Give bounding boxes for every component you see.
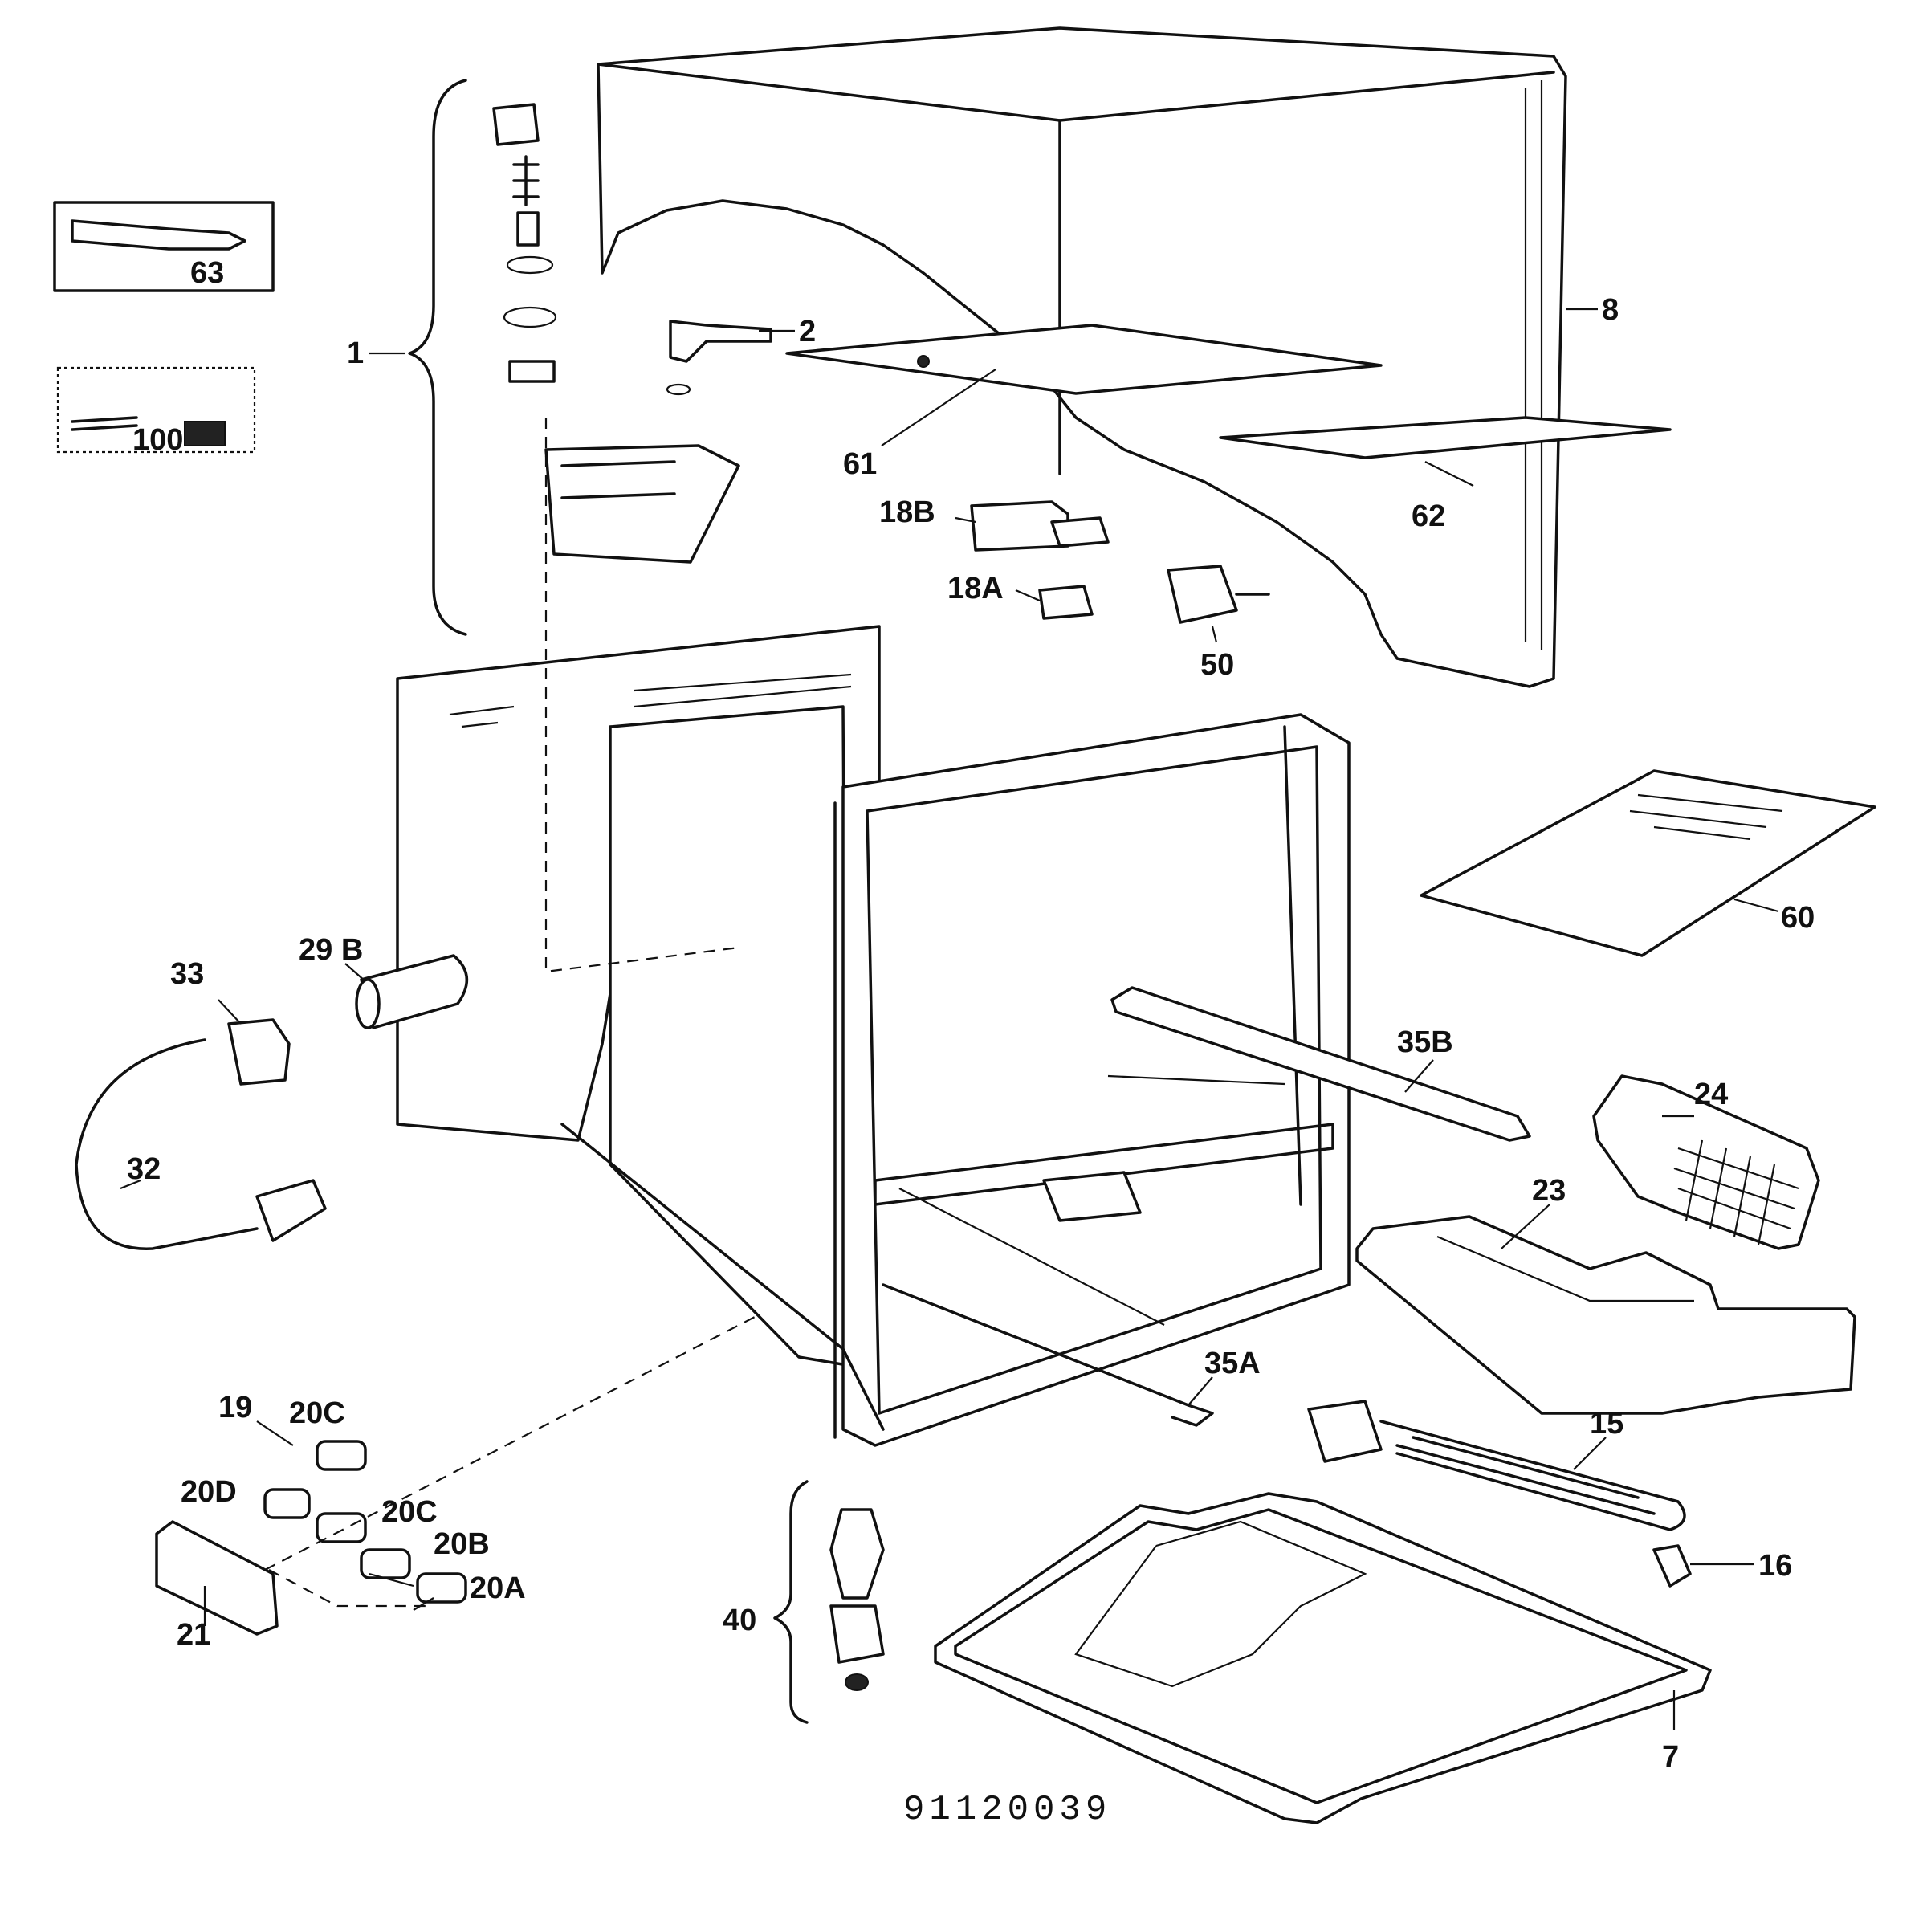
part-62-panel: [1219, 416, 1672, 459]
label-18a: 18A: [947, 572, 1004, 605]
part-29b-capacitor: [355, 954, 469, 1029]
part-15-heating-element: [1307, 1400, 1686, 1531]
label-100: 100: [132, 423, 183, 457]
label-8: 8: [1602, 293, 1619, 327]
part-18b-switch: [970, 500, 1110, 552]
part-labels: 1 2 8 61 62 18B 18A 50 60 63 100 29 B 33…: [127, 256, 1815, 1774]
label-60: 60: [1781, 901, 1815, 935]
part-16-fitting: [1652, 1544, 1692, 1588]
leader-lines: [120, 308, 1779, 1730]
label-1: 1: [347, 336, 364, 370]
bracket-40: [773, 1480, 809, 1724]
diagram-code: 91120039: [903, 1790, 1111, 1830]
label-20d: 20D: [181, 1475, 237, 1509]
label-21: 21: [177, 1618, 210, 1652]
label-50: 50: [1200, 648, 1234, 682]
label-62: 62: [1412, 499, 1445, 533]
label-18b: 18B: [879, 495, 935, 529]
main-cabinet-frame: [396, 625, 1351, 1447]
part-40-adjustable-foot: [829, 1508, 885, 1691]
part-21-bracket: [155, 1520, 279, 1636]
part-60-manual: [1420, 769, 1876, 957]
part-1-door-latch-assembly: [492, 103, 740, 973]
label-29b: 29 B: [299, 933, 363, 967]
label-20b: 20B: [434, 1527, 490, 1561]
label-24: 24: [1694, 1078, 1728, 1111]
label-2: 2: [799, 315, 816, 348]
label-20c-mid: 20C: [381, 1495, 438, 1529]
label-33: 33: [170, 957, 204, 991]
part-32-power-cable: [75, 1038, 327, 1250]
part-24-cutlery-basket: [1592, 1074, 1820, 1250]
part-33-terminal-block: [227, 1018, 291, 1086]
label-32: 32: [127, 1152, 161, 1186]
label-35b: 35B: [1397, 1025, 1453, 1059]
part-23-tray: [1355, 1215, 1856, 1415]
label-61: 61: [843, 447, 877, 481]
part-63-tool-box: [53, 201, 275, 292]
label-23: 23: [1532, 1174, 1566, 1208]
part-35a-rail: [882, 1283, 1214, 1427]
part-7-base-pan: [934, 1492, 1712, 1824]
label-40: 40: [723, 1604, 756, 1637]
label-7: 7: [1662, 1740, 1679, 1774]
part-50-component: [1167, 565, 1270, 624]
parts-20-valves: [263, 1316, 756, 1608]
part-2-hinge-lever: [666, 320, 772, 396]
bracket-1: [408, 79, 467, 636]
label-20a: 20A: [470, 1571, 526, 1605]
part-35b-rail: [1110, 986, 1531, 1142]
label-20c-top: 20C: [289, 1396, 345, 1430]
label-19: 19: [218, 1391, 252, 1425]
part-100-screw-box: [56, 366, 256, 454]
label-35a: 35A: [1204, 1347, 1261, 1380]
label-16: 16: [1758, 1549, 1792, 1583]
label-63: 63: [190, 256, 224, 290]
part-18a-microswitch: [1038, 585, 1094, 620]
label-15: 15: [1590, 1407, 1623, 1441]
